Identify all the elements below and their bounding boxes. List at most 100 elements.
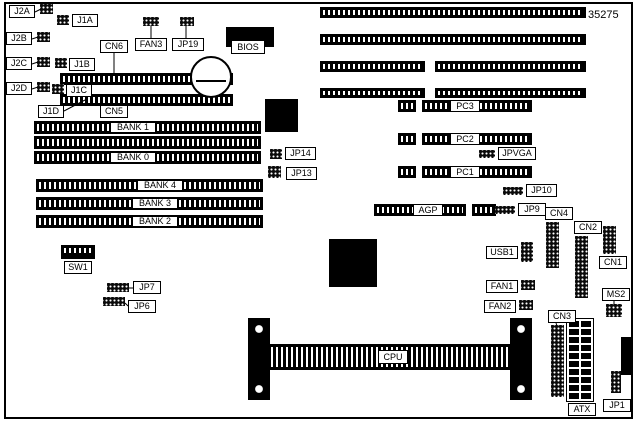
conn-j2b xyxy=(37,32,50,42)
atx-pin xyxy=(581,377,591,383)
conn-j1a xyxy=(57,15,69,25)
conn-cn4 xyxy=(546,222,559,268)
conn-fan1 xyxy=(521,280,535,290)
edge-connector-right xyxy=(621,337,633,375)
isa-slot-1 xyxy=(320,7,586,18)
atx-pin xyxy=(581,321,591,327)
atx-pin xyxy=(569,337,579,343)
isa-slot-2 xyxy=(320,34,586,45)
chipset xyxy=(329,239,377,287)
conn-jp1 xyxy=(611,371,621,393)
label-jp7: JP7 xyxy=(133,281,161,294)
label-fan1: FAN1 xyxy=(486,280,518,293)
io-chip xyxy=(265,99,298,132)
conn-j2a xyxy=(40,4,53,14)
conn-usb1 xyxy=(521,242,533,262)
atx-pin xyxy=(569,321,579,327)
label-usb1: USB1 xyxy=(486,246,518,259)
conn-jp14 xyxy=(270,149,282,159)
atx-connector xyxy=(566,318,594,402)
atx-pin xyxy=(581,393,591,399)
label-ms2: MS2 xyxy=(602,288,630,301)
isa-slot-4 xyxy=(320,88,586,98)
label-cpu: CPU xyxy=(378,350,408,364)
conn-cn2 xyxy=(575,236,588,298)
conn-jp10 xyxy=(503,187,523,195)
conn-jp7 xyxy=(107,283,129,292)
conn-jp13 xyxy=(268,166,281,178)
atx-pin xyxy=(581,369,591,375)
atx-pin xyxy=(569,385,579,391)
atx-pin xyxy=(569,377,579,383)
label-agp: AGP xyxy=(413,204,443,216)
atx-pin xyxy=(581,329,591,335)
label-j1d: J1D xyxy=(38,105,64,118)
isa-slot-3-segment-1 xyxy=(320,61,425,72)
label-bank1: BANK 1 xyxy=(110,122,156,133)
atx-pin xyxy=(569,393,579,399)
atx-pin xyxy=(569,345,579,351)
label-j1a: J1A xyxy=(72,14,98,27)
label-cn3: CN3 xyxy=(548,310,576,323)
atx-pin xyxy=(581,353,591,359)
label-j1b: J1B xyxy=(69,58,95,71)
agp-slot-segment-2 xyxy=(472,204,496,216)
cpu-bracket-left xyxy=(248,318,270,400)
atx-pin xyxy=(569,369,579,375)
label-cn1: CN1 xyxy=(599,256,627,269)
conn-cn1 xyxy=(603,226,616,254)
label-jp13: JP13 xyxy=(286,167,317,180)
conn-fan3 xyxy=(143,17,159,26)
label-j2b: J2B xyxy=(6,32,32,45)
isa-slot-4-segment-2 xyxy=(435,88,586,98)
atx-pin xyxy=(569,329,579,335)
part-number: 35275 xyxy=(588,9,619,21)
atx-pin xyxy=(581,385,591,391)
conn-j2c xyxy=(37,57,50,67)
atx-pin xyxy=(581,345,591,351)
conn-j1c xyxy=(52,84,64,94)
isa-slot-3-segment-2 xyxy=(435,61,586,72)
sw1-switch xyxy=(61,245,95,259)
label-fan2: FAN2 xyxy=(484,300,516,313)
label-pc2: PC2 xyxy=(450,133,480,145)
cpu-bracket-right xyxy=(510,318,532,400)
label-pc3: PC3 xyxy=(450,100,480,112)
label-cn4: CN4 xyxy=(545,207,573,220)
label-j2c: J2C xyxy=(6,57,32,70)
isa-slot-4-segment-1 xyxy=(320,88,425,98)
atx-pin xyxy=(569,353,579,359)
isa-slot-3 xyxy=(320,61,586,72)
label-bank3: BANK 3 xyxy=(132,198,178,209)
label-sw1: SW1 xyxy=(64,261,92,274)
label-bios: BIOS xyxy=(231,40,265,54)
label-atx: ATX xyxy=(568,403,596,416)
label-j2a: J2A xyxy=(9,5,35,18)
conn-fan2 xyxy=(519,300,533,310)
atx-pin xyxy=(569,361,579,367)
simm-slot-b xyxy=(34,136,261,149)
label-bank0: BANK 0 xyxy=(110,152,156,163)
pci-slot-pc1-segment-1 xyxy=(398,166,416,178)
label-j2d: J2D xyxy=(6,82,32,95)
label-cn6: CN6 xyxy=(100,40,128,53)
label-jp9: JP9 xyxy=(518,203,546,216)
pci-slot-pc2-segment-1 xyxy=(398,133,416,145)
atx-pin xyxy=(581,361,591,367)
label-jp19: JP19 xyxy=(172,38,204,51)
battery xyxy=(190,56,232,98)
label-bank2: BANK 2 xyxy=(132,216,178,227)
label-jp14: JP14 xyxy=(285,147,316,160)
label-jp6: JP6 xyxy=(128,300,156,313)
conn-ms2 xyxy=(606,304,622,317)
label-pc1: PC1 xyxy=(450,166,480,178)
label-cn2: CN2 xyxy=(574,221,602,234)
conn-cn5-slot xyxy=(60,94,233,106)
label-bank4: BANK 4 xyxy=(137,180,183,191)
atx-pin xyxy=(581,337,591,343)
label-jp1: JP1 xyxy=(603,399,631,412)
label-cn5: CN5 xyxy=(100,105,128,118)
label-jp10: JP10 xyxy=(526,184,557,197)
label-jpvga: JPVGA xyxy=(498,147,536,160)
